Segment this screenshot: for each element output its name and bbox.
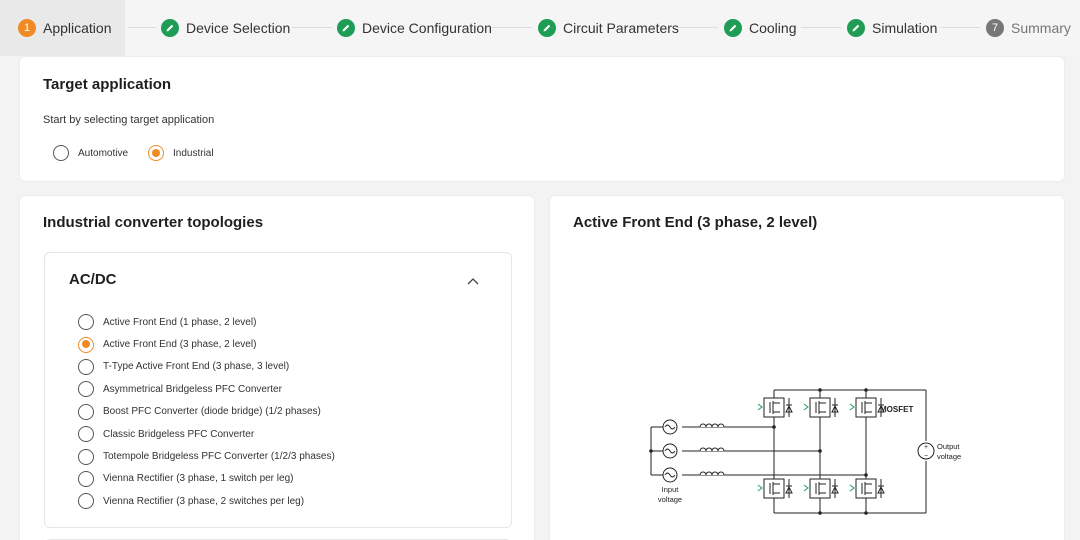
topology-label: Active Front End (1 phase, 2 level) xyxy=(103,316,257,328)
topology-list: Active Front End (1 phase, 2 level) Acti… xyxy=(78,311,335,513)
svg-text:−: − xyxy=(924,453,928,460)
topology-option[interactable]: T-Type Active Front End (3 phase, 3 leve… xyxy=(78,356,335,378)
radio-button[interactable] xyxy=(148,145,164,161)
card-title: Target application xyxy=(43,76,172,93)
topology-label: Active Front End (3 phase, 2 level) xyxy=(103,339,257,351)
mosfet-label: MOSFET xyxy=(880,405,913,414)
step-connector xyxy=(292,27,332,28)
step-simulation[interactable]: Simulation xyxy=(847,0,937,56)
step-number-badge: 7 xyxy=(986,19,1004,37)
step-label: Simulation xyxy=(872,20,938,36)
step-device-configuration[interactable]: Device Configuration xyxy=(337,0,492,56)
topology-option[interactable]: Totempole Bridgeless PFC Converter (1/2/… xyxy=(78,445,335,467)
pencil-icon xyxy=(538,19,556,37)
circuit-diagram: + − MOSFET Output voltage Input voltage xyxy=(649,388,961,515)
step-label: Circuit Parameters xyxy=(563,20,679,36)
radio-label: Industrial xyxy=(173,147,214,159)
topology-label: Asymmetrical Bridgeless PFC Converter xyxy=(103,383,282,395)
step-label: Device Selection xyxy=(186,20,291,36)
topology-option[interactable]: Boost PFC Converter (diode bridge) (1/2 … xyxy=(78,401,335,423)
topology-option[interactable]: Active Front End (3 phase, 2 level) xyxy=(78,333,335,355)
topology-label: Totempole Bridgeless PFC Converter (1/2/… xyxy=(103,451,335,463)
radio-option-automotive[interactable]: Automotive xyxy=(53,145,128,161)
radio-button[interactable] xyxy=(78,403,94,420)
step-connector xyxy=(801,27,841,28)
stepper: 1 Application Device Selection Device Co… xyxy=(0,0,1080,56)
output-label: voltage xyxy=(937,452,961,461)
pencil-icon xyxy=(337,19,355,37)
radio-button[interactable] xyxy=(78,493,94,510)
preview-title: Active Front End (3 phase, 2 level) xyxy=(573,214,818,231)
step-number-badge: 1 xyxy=(18,19,36,37)
topology-option[interactable]: Classic Bridgeless PFC Converter xyxy=(78,423,335,445)
pencil-icon xyxy=(161,19,179,37)
radio-button[interactable] xyxy=(78,470,94,487)
topology-label: Vienna Rectifier (3 phase, 1 switch per … xyxy=(103,473,294,485)
input-label: Input xyxy=(662,485,680,494)
step-label: Cooling xyxy=(749,20,797,36)
step-connector xyxy=(678,27,718,28)
step-label: Summary xyxy=(1011,20,1071,36)
topology-label: Classic Bridgeless PFC Converter xyxy=(103,428,255,440)
radio-button[interactable] xyxy=(78,381,94,398)
group-title: AC/DC xyxy=(69,271,117,288)
step-connector xyxy=(492,27,532,28)
radio-option-industrial[interactable]: Industrial xyxy=(148,145,214,161)
step-label: Application xyxy=(43,20,112,36)
pencil-icon xyxy=(847,19,865,37)
topology-preview-card: Active Front End (3 phase, 2 level) xyxy=(549,195,1065,540)
radio-button[interactable] xyxy=(78,314,94,331)
acdc-group: AC/DC Active Front End (1 phase, 2 level… xyxy=(44,252,512,528)
step-application[interactable]: 1 Application xyxy=(0,0,125,56)
topology-label: T-Type Active Front End (3 phase, 3 leve… xyxy=(103,361,290,373)
topology-option[interactable]: Active Front End (1 phase, 2 level) xyxy=(78,311,335,333)
topology-option[interactable]: Asymmetrical Bridgeless PFC Converter xyxy=(78,378,335,400)
mosfet-icon xyxy=(757,397,793,418)
step-circuit-parameters[interactable]: Circuit Parameters xyxy=(538,0,679,56)
step-connector xyxy=(940,27,980,28)
radio-button[interactable] xyxy=(78,426,94,443)
step-connector xyxy=(128,27,156,28)
svg-text:+: + xyxy=(924,444,928,451)
step-label: Device Configuration xyxy=(362,20,492,36)
radio-button[interactable] xyxy=(78,336,94,353)
step-device-selection[interactable]: Device Selection xyxy=(161,0,290,56)
inductor-icon xyxy=(699,423,725,476)
pencil-icon xyxy=(724,19,742,37)
topology-option[interactable]: Vienna Rectifier (3 phase, 2 switches pe… xyxy=(78,490,335,512)
step-cooling[interactable]: Cooling xyxy=(724,0,796,56)
target-application-card: Target application Start by selecting ta… xyxy=(19,56,1065,182)
chevron-up-icon[interactable] xyxy=(463,273,483,289)
topology-option[interactable]: Vienna Rectifier (3 phase, 1 switch per … xyxy=(78,468,335,490)
radio-button[interactable] xyxy=(78,358,94,375)
output-voltage-icon xyxy=(917,442,935,460)
radio-label: Automotive xyxy=(78,147,129,159)
step-summary[interactable]: 7 Summary xyxy=(986,0,1071,56)
output-label: Output xyxy=(937,442,960,451)
card-subtitle: Start by selecting target application xyxy=(43,114,215,126)
topologies-card: Industrial converter topologies AC/DC Ac… xyxy=(19,195,535,540)
input-label: voltage xyxy=(658,495,682,504)
topology-label: Boost PFC Converter (diode bridge) (1/2 … xyxy=(103,406,321,418)
topology-label: Vienna Rectifier (3 phase, 2 switches pe… xyxy=(103,495,305,507)
radio-button[interactable] xyxy=(78,448,94,465)
radio-button[interactable] xyxy=(53,145,69,161)
card-title: Industrial converter topologies xyxy=(43,214,264,231)
